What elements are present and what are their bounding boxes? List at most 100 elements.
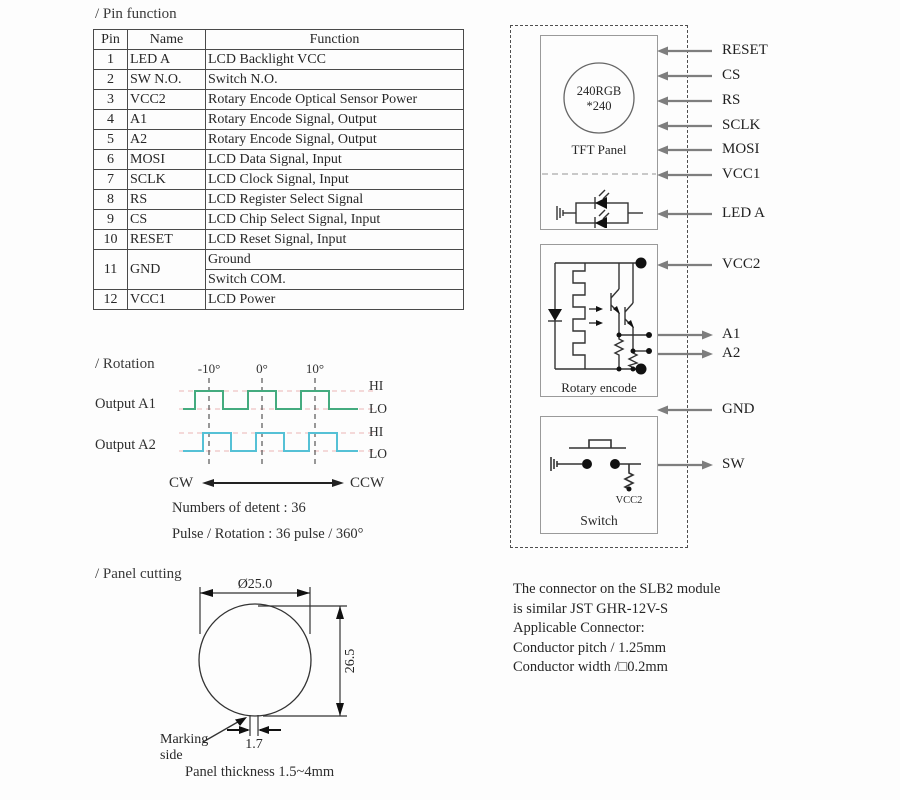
panel-cutting-title: / Panel cutting (95, 566, 182, 582)
junction-dot (616, 366, 622, 372)
signal-row-leda: LED A (656, 205, 765, 222)
lcd-screen-circle (563, 62, 635, 134)
dim-arrowhead (297, 589, 310, 597)
output-a2-label: Output A2 (95, 437, 156, 453)
col-header-pin: Pin (93, 29, 128, 50)
rotary-encoder-label: Rotary encode (561, 380, 637, 395)
a1-lo-label: LO (369, 401, 387, 416)
light-arrowhead (596, 320, 603, 326)
cell-function: LCD Power (205, 289, 464, 310)
cell-pin: 3 (93, 89, 128, 110)
vcc2-terminal-dot (635, 257, 647, 269)
connector-note: The connector on the SLB2 module is simi… (513, 580, 793, 678)
signal-label: VCC2 (722, 256, 761, 272)
signal-label: SW (722, 456, 745, 472)
signal-row-rs: RS (656, 92, 740, 109)
switch-block: VCC2 Switch (540, 416, 658, 534)
cell-pin: 9 (93, 209, 128, 230)
gnd-terminal-dot (635, 363, 647, 375)
switch-vcc2-label: VCC2 (616, 495, 643, 506)
junction-dot (630, 366, 636, 372)
switch-circuit (550, 439, 641, 490)
arrow-left-icon (657, 46, 712, 55)
diameter-dimension (199, 587, 311, 634)
a1-waveform (183, 390, 358, 410)
marking-side-label-2: side (160, 748, 183, 763)
arrow-left-icon (657, 209, 712, 218)
backlight-led-circuit (556, 189, 643, 224)
note-line: Conductor pitch / 1.25mm (513, 639, 667, 656)
signal-label: A2 (722, 345, 741, 361)
cell-function: LCD Chip Select Signal, Input (205, 209, 464, 230)
angle-label-0: 0° (256, 362, 268, 376)
angle-gridlines (208, 378, 316, 465)
cell-function: Switch COM. (205, 269, 464, 290)
note-line: Conductor width /□0.2mm (513, 659, 668, 675)
cell-pin: 12 (93, 289, 128, 310)
cutout-circle (198, 603, 312, 717)
cell-name: VCC1 (127, 289, 206, 310)
arrow-left-icon (657, 145, 712, 154)
signal-row-cs: CS (656, 67, 740, 84)
cell-function: LCD Register Select Signal (205, 189, 464, 210)
pin-function-title: / Pin function (95, 6, 177, 22)
a1-hi-label: HI (369, 378, 384, 393)
col-header-name: Name (127, 29, 206, 50)
arrow-left-icon (657, 260, 712, 269)
junction-dot (630, 348, 636, 354)
marking-side-label-1: Marking (160, 732, 208, 747)
signal-label: RS (722, 92, 741, 108)
cell-function: LCD Clock Signal, Input (205, 169, 464, 190)
signal-row-reset: RESET (656, 42, 768, 59)
cell-name: GND (127, 249, 206, 290)
table-header-row: Pin Name Function (93, 29, 464, 50)
signal-label: SCLK (722, 117, 761, 133)
cell-function: LCD Data Signal, Input (205, 149, 464, 170)
cell-name: VCC2 (127, 89, 206, 110)
dim-arrowhead (336, 606, 344, 619)
a2-lo-label: LO (369, 446, 387, 461)
cell-pin: 6 (93, 149, 128, 170)
switch-drawing: VCC2 Switch (550, 439, 643, 528)
photodiode-triangle (548, 309, 562, 321)
arrow-right-icon (658, 349, 713, 358)
arrow-left-icon (657, 170, 712, 179)
light-arrowhead (596, 306, 603, 312)
cell-name: SCLK (127, 169, 206, 190)
signal-row-vcc1: VCC1 (656, 166, 760, 183)
cell-name: RS (127, 189, 206, 210)
signal-label: MOSI (722, 141, 760, 157)
note-line: Applicable Connector: (513, 620, 645, 636)
screen-resolution-line2: *240 (587, 99, 612, 113)
cell-function: Switch N.O. (205, 69, 464, 90)
cell-name: CS (127, 209, 206, 230)
marking-leader-arrowhead (235, 717, 247, 726)
angle-label-neg10: -10° (198, 362, 221, 376)
cell-function: Rotary Encode Optical Sensor Power (205, 89, 464, 110)
cell-name: MOSI (127, 149, 206, 170)
signal-label: VCC1 (722, 166, 761, 182)
tft-panel-block: 240RGB *240 TFT Panel (540, 35, 658, 230)
led-triangle (595, 217, 607, 229)
col-header-function: Function (205, 29, 464, 50)
arrow-right-icon (658, 460, 713, 469)
a2-terminal-dot (646, 348, 652, 354)
table-row: 11 GND Ground (93, 249, 464, 290)
arrow-left-icon (657, 71, 712, 80)
cell-pin: 10 (93, 229, 128, 250)
encoder-circuit (554, 262, 649, 370)
signal-row-mosi: MOSI (656, 141, 760, 158)
panel-cutting-drawing: Ø25.0 26.5 1.7 Marking side (160, 578, 358, 763)
emitter-arrowhead (613, 306, 620, 314)
cell-pin: 4 (93, 109, 128, 130)
cell-name: SW N.O. (127, 69, 206, 90)
cell-function: LCD Backlight VCC (205, 49, 464, 70)
a1-terminal-dot (646, 332, 652, 338)
